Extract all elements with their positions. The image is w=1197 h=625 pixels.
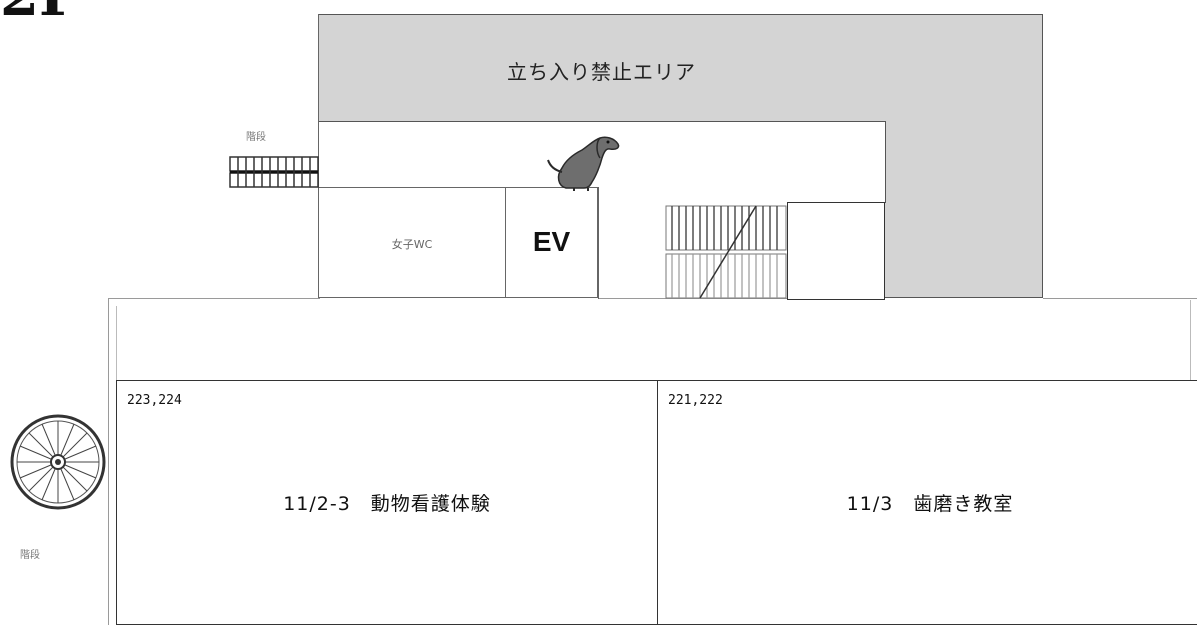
- stairs-icon: [229, 156, 319, 188]
- elevator-label: EV: [532, 226, 571, 257]
- event-room-223-224: 223,224 11/2-3 動物看護体験: [116, 380, 658, 625]
- womens-restroom-label: 女子WC: [391, 238, 433, 251]
- stairs-label-top: 階段: [246, 132, 266, 143]
- restricted-area-right: [885, 14, 1043, 298]
- corridor-wall: [598, 187, 599, 299]
- dog-icon: [547, 136, 620, 191]
- room-event: 11/3 歯磨き教室: [846, 493, 1014, 515]
- room-number: 221,222: [668, 393, 723, 408]
- womens-restroom: [318, 187, 506, 298]
- corridor-wall: [1190, 300, 1191, 380]
- corridor-wall: [318, 14, 319, 298]
- stairs-icon: [665, 205, 787, 299]
- corridor-wall: [108, 298, 320, 299]
- room-number: 223,224: [127, 393, 182, 408]
- event-room-221-222: 221,222 11/3 歯磨き教室: [657, 380, 1197, 625]
- corridor-wall: [116, 306, 117, 380]
- corridor-wall: [108, 298, 109, 625]
- elevator: [505, 187, 598, 298]
- restricted-edge-vertical: [885, 121, 886, 203]
- restricted-edge: [318, 121, 886, 122]
- stairs-label-bottom: 階段: [20, 550, 40, 561]
- corridor-wall: [1043, 298, 1197, 299]
- floor-title: 2F: [0, 0, 79, 24]
- room-event: 11/2-3 動物看護体験: [283, 493, 491, 515]
- wheel-icon: [10, 414, 106, 510]
- unlabeled-room: [787, 202, 885, 300]
- restricted-area-label: 立ち入り禁止エリア: [507, 60, 696, 84]
